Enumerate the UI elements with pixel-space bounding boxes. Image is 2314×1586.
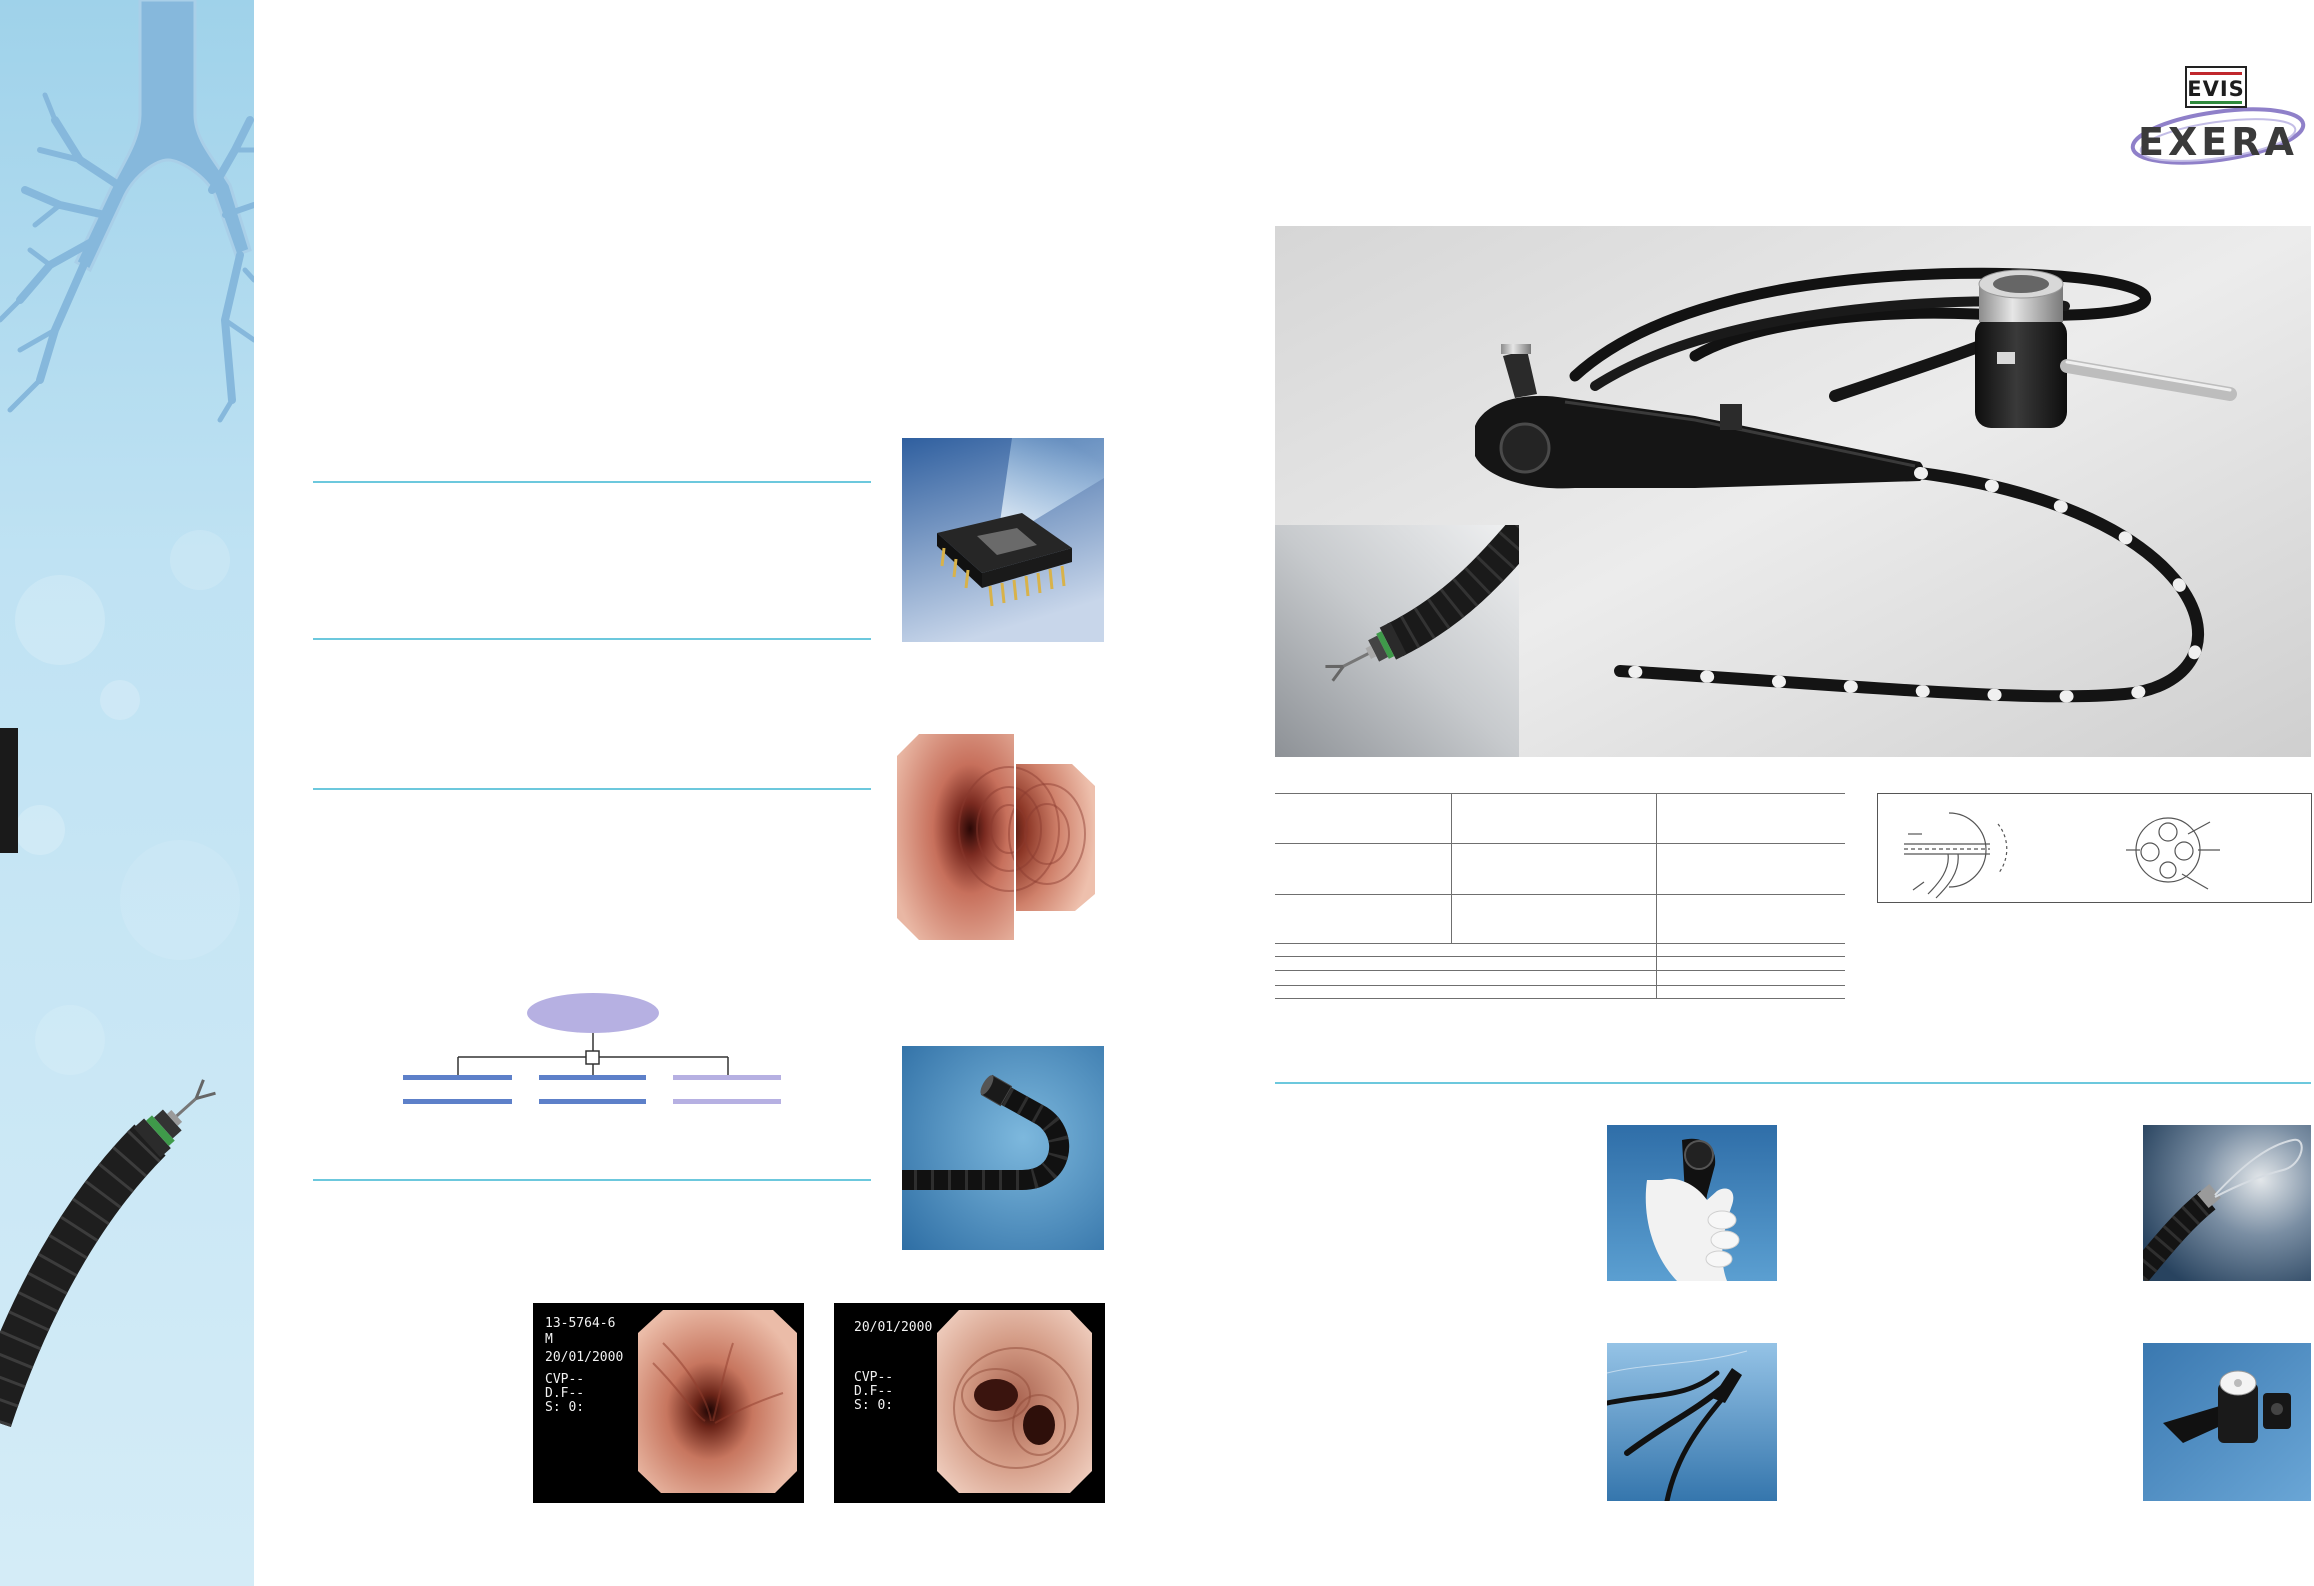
snare-accessory-image xyxy=(2143,1125,2311,1281)
handle-knob xyxy=(1684,1140,1714,1170)
table-rule xyxy=(1275,943,1845,944)
table-column-rule xyxy=(1451,793,1452,943)
diagram-bar xyxy=(539,1075,646,1080)
overlay-df: D.F-- xyxy=(545,1386,585,1401)
diagram-junction-box xyxy=(585,1050,600,1065)
ccd-chip-image xyxy=(902,438,1104,642)
diagram-bar xyxy=(673,1075,781,1080)
overlay-df: D.F-- xyxy=(854,1384,894,1399)
table-rule xyxy=(1275,970,1845,971)
control-knob xyxy=(1499,422,1551,474)
bronchial-comparison-image xyxy=(897,734,1095,940)
logo-wordmark: EXERA xyxy=(2138,120,2298,164)
scope-handle xyxy=(1712,1368,1742,1403)
sidebar-artwork xyxy=(0,0,254,1586)
bronchial-tree-illustration xyxy=(0,0,254,423)
overlay-cvp: CVP-- xyxy=(545,1372,585,1387)
table-rule xyxy=(1275,843,1845,844)
snare-wire-loop xyxy=(2214,1138,2303,1198)
spec-table xyxy=(1275,793,1845,999)
table-rule xyxy=(1275,894,1845,895)
table-column-rule xyxy=(1656,793,1657,999)
table-rule xyxy=(1275,793,1845,794)
section-divider xyxy=(313,638,871,640)
endoscopic-image-1: 13-5764-6 M 20/01/2000 CVP-- D.F-- S: 0: xyxy=(533,1303,804,1503)
diagram-bar xyxy=(403,1075,512,1080)
bronchial-branches xyxy=(0,92,254,423)
overlay-cvp: CVP-- xyxy=(854,1370,894,1385)
exera-logo: EVIS EXERA xyxy=(2125,62,2311,178)
overlay-s: S: 0: xyxy=(854,1398,894,1413)
overlay-date: 20/01/2000 xyxy=(545,1350,624,1365)
scope-cables xyxy=(1607,1370,1730,1501)
inset-forceps-tip xyxy=(1325,622,1407,682)
table-rule xyxy=(1275,985,1845,986)
valve-body xyxy=(2218,1383,2258,1443)
light-guide-connector xyxy=(1975,269,2237,428)
bronchial-image-right xyxy=(992,764,1095,911)
bending-range-sketch xyxy=(1904,812,2008,899)
section-tab xyxy=(0,728,18,853)
endoscopic-image-2: 20/01/2000 CVP-- D.F-- S: 0: xyxy=(834,1303,1105,1503)
diagram-root-node xyxy=(527,993,659,1033)
control-handle xyxy=(1475,344,1924,489)
tip-face-sketch xyxy=(2126,817,2220,890)
handle-grip-image xyxy=(1607,1125,1777,1281)
table-rule xyxy=(1275,998,1845,999)
endoscope-tip-illustration xyxy=(0,1079,216,1427)
overlay-s: S: 0: xyxy=(545,1400,585,1415)
section-divider xyxy=(313,481,871,483)
forceps-tip xyxy=(133,1079,216,1158)
distal-end-diagram xyxy=(1877,793,2312,903)
overlay-date: 20/01/2000 xyxy=(854,1320,933,1335)
classification-diagram xyxy=(395,985,790,1110)
bronchial-image-left xyxy=(897,734,1015,940)
section-divider xyxy=(313,1179,871,1181)
diagram-bar xyxy=(403,1099,512,1104)
evis-emblem: EVIS xyxy=(2185,66,2247,108)
distal-tip-inset-photo xyxy=(1275,525,1519,757)
logo-swoosh xyxy=(2130,107,2306,165)
bokeh-lights xyxy=(15,530,240,1075)
sidebar-panel xyxy=(0,0,254,1586)
slim-scope-image xyxy=(1607,1343,1777,1501)
suction-valve xyxy=(1720,404,1742,430)
overlay-sex: M xyxy=(545,1332,553,1347)
angulation-lever xyxy=(1503,350,1537,398)
insertion-tube xyxy=(1614,467,2204,703)
airway-opening xyxy=(1023,1405,1055,1445)
overlay-patient-id: 13-5764-6 xyxy=(545,1316,616,1331)
diagram-bar xyxy=(539,1099,646,1104)
section-divider xyxy=(313,788,871,790)
chip-shape xyxy=(937,513,1072,607)
trachea-shape xyxy=(74,0,252,273)
airway-opening xyxy=(974,1379,1018,1411)
table-rule xyxy=(1275,956,1845,957)
section-divider xyxy=(1275,1082,2311,1084)
valve-parts-image xyxy=(2143,1343,2311,1501)
diagram-bar xyxy=(673,1099,781,1104)
bent-tube-tip xyxy=(980,1074,1013,1107)
bending-section-image xyxy=(902,1046,1104,1250)
emblem-text: EVIS xyxy=(2187,77,2245,101)
